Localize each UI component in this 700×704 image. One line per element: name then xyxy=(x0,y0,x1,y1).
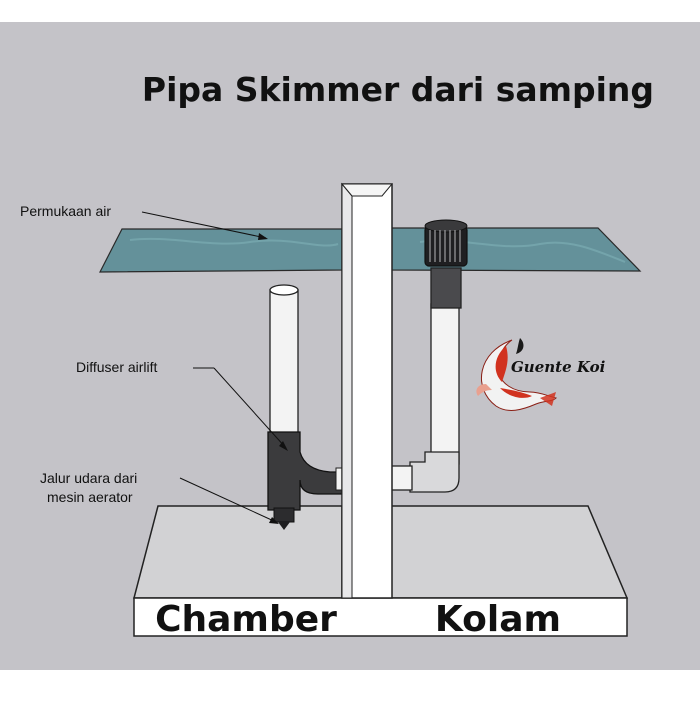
label-kolam: Kolam xyxy=(435,599,561,640)
guente-koi-logo: Guente Koi xyxy=(476,338,606,411)
leader-diffuser-diagonal xyxy=(213,367,287,449)
airlift-pipe xyxy=(267,284,345,530)
arrowhead-diffuser xyxy=(279,441,288,451)
skimmer-pipe xyxy=(389,267,462,493)
arrowhead-water-surface xyxy=(258,233,268,240)
diagram-title: Pipa Skimmer dari samping xyxy=(142,70,654,109)
label-water-surface: Permukaan air xyxy=(20,203,111,219)
koi-fish-icon xyxy=(476,338,557,411)
leader-air-line xyxy=(179,477,277,523)
divider-wall xyxy=(340,182,394,599)
label-air-line-2: mesin aerator xyxy=(47,489,133,505)
label-chamber: Chamber xyxy=(155,599,337,640)
label-diffuser-airlift: Diffuser airlift xyxy=(76,359,158,375)
arrowhead-air-line xyxy=(269,517,279,524)
skimmer-strainer xyxy=(424,219,468,267)
label-air-line-1: Jalur udara dari xyxy=(40,470,137,486)
leader-water-surface xyxy=(141,211,267,239)
logo-text: Guente Koi xyxy=(511,358,606,376)
